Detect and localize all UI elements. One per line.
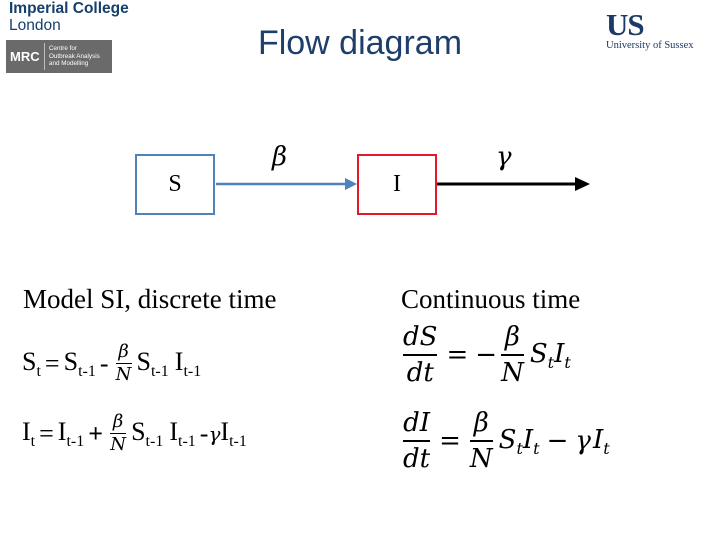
sussex-logo-abbrev: US [606, 7, 645, 42]
eq-operator: - [99, 348, 109, 378]
arrow-i-out [437, 177, 590, 191]
eq-term: St [498, 424, 523, 458]
eq-term: It [22, 416, 36, 450]
arrow-s-to-i-head [345, 178, 357, 190]
eq-fraction: β N [115, 341, 132, 385]
eq-derivative: dS dt [403, 322, 438, 388]
continuous-eq-s: dS dt = − β N St It [401, 322, 571, 388]
compartment-i-box: I [357, 154, 437, 215]
eq-term: It-1 [220, 416, 247, 450]
mrc-logo: MRC Centre for Outbreak Analysis and Mod… [6, 40, 112, 73]
eq-term: It [554, 338, 571, 372]
imperial-logo-line1: Imperial College [9, 0, 129, 17]
mrc-text-line1: Centre for [49, 45, 77, 53]
compartment-s-box: S [135, 154, 215, 215]
eq-gamma: γ [208, 421, 221, 446]
eq-operator: − [546, 426, 569, 456]
rate-beta-label: β [272, 142, 288, 172]
eq-equals: = [446, 340, 469, 370]
sussex-logo: US University of Sussex [600, 7, 720, 52]
eq-term: It-1 [174, 346, 202, 380]
eq-equals: = [44, 348, 60, 378]
eq-fraction: β N [110, 411, 127, 455]
eq-term: It [522, 424, 540, 458]
mrc-text-line2: Outbreak Analysis [49, 52, 100, 60]
compartment-s-label: S [168, 171, 182, 197]
eq-term: It-1 [169, 416, 196, 450]
sussex-logo-name: University of Sussex [606, 40, 694, 51]
continuous-eq-i: dI dt = β N St It − γ It [401, 408, 610, 474]
eq-term: St-1 [131, 416, 164, 450]
mrc-divider [44, 43, 45, 70]
eq-operator: + [88, 418, 104, 448]
rate-gamma-label: γ [496, 142, 512, 172]
eq-derivative: dI dt [403, 408, 431, 474]
eq-term: It [592, 424, 610, 458]
arrow-s-to-i [216, 178, 357, 190]
eq-term: St-1 [136, 346, 169, 380]
eq-operator: − [475, 340, 498, 370]
eq-term: It-1 [57, 416, 85, 450]
eq-operator: - [199, 418, 209, 448]
eq-gamma: γ [575, 426, 591, 456]
eq-equals: = [39, 418, 54, 448]
continuous-heading: Continuous time [401, 284, 581, 314]
mrc-abbrev: MRC [10, 49, 40, 64]
imperial-logo-line2: London [9, 17, 61, 34]
mrc-text: Centre for Outbreak Analysis and Modelli… [49, 45, 100, 67]
page-title: Flow diagram [257, 24, 463, 62]
mrc-text-line3: and Modelling [49, 60, 89, 68]
eq-term: St [529, 338, 555, 372]
compartment-i-label: I [393, 171, 401, 197]
discrete-eq-i: It = It-1 + β N St-1 It-1 - γ It-1 [22, 412, 247, 455]
eq-term: St [22, 346, 41, 380]
eq-term: St-1 [63, 346, 96, 380]
discrete-heading: Model SI, discrete time [23, 284, 277, 314]
eq-equals: = [439, 426, 461, 456]
arrow-i-out-head [575, 177, 590, 191]
discrete-eq-s: St = St-1 - β N St-1 It-1 [22, 342, 201, 385]
eq-fraction: β N [469, 408, 493, 474]
eq-fraction: β N [501, 322, 524, 388]
